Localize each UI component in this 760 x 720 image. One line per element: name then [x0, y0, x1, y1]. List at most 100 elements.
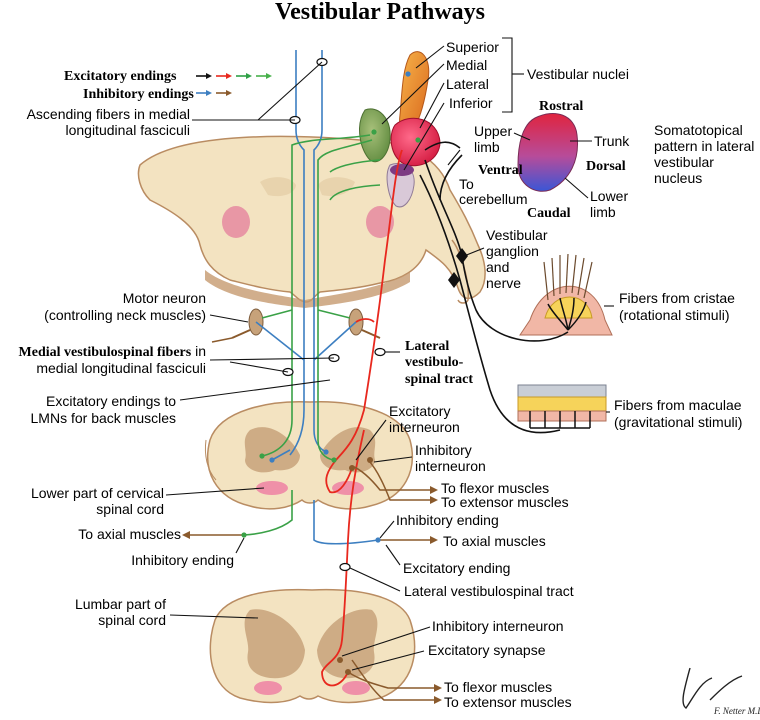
label-to-extensor: To extensor muscles: [441, 494, 569, 510]
label-inh-inter-1: Inhibitory: [415, 442, 472, 458]
label-inh-ending-right: Inhibitory ending: [396, 512, 499, 528]
cervical-tract-right: [332, 481, 364, 495]
medulla-tract-left: [260, 177, 296, 197]
supporting-layer: [517, 410, 607, 422]
legend-inhibitory-label: Inhibitory endings: [83, 87, 194, 102]
label-exc-synapse: Excitatory synapse: [428, 642, 546, 658]
label-cristae-1: Fibers from cristae: [619, 290, 735, 306]
page-title: Vestibular Pathways: [275, 0, 485, 25]
label-somato-4: nucleus: [654, 170, 702, 186]
olive-right: [366, 206, 394, 238]
label-maculae-2: (gravitational stimuli): [614, 414, 742, 430]
crista-nerve-fibers: [547, 297, 587, 331]
lumbar-tract-right: [342, 681, 370, 695]
label-somato-1: Somatotopical: [654, 122, 743, 138]
brown-outputs: [188, 337, 436, 701]
label-inferior: Inferior: [449, 95, 493, 111]
ganglion-cell-2: [448, 272, 460, 288]
label-trunk: Trunk: [594, 133, 630, 149]
label-lvst-3: spinal tract: [405, 372, 473, 387]
label-exc-back-2: LMNs for back muscles: [31, 410, 176, 426]
label-to-flexor-2: To flexor muscles: [444, 679, 552, 695]
somatotopic-shape: [517, 113, 579, 192]
label-ganglion-3: and: [486, 259, 509, 275]
label-upper-limb-1: Upper: [474, 123, 512, 139]
label-to-axial-left: To axial muscles: [78, 526, 181, 542]
lumbar-cord-outline: [209, 588, 416, 704]
label-lower-limb-2: limb: [590, 204, 616, 220]
label-mvst-1: Medial vestibulospinal fibers in: [19, 343, 206, 360]
label-ganglion-1: Vestibular: [486, 227, 548, 243]
green-excitatory-fibers: [243, 134, 381, 536]
somatotopic-nucleus: [517, 113, 579, 192]
macula-nerve-fibers: [529, 411, 591, 429]
medulla-cut-edge: [205, 270, 410, 308]
label-somato-3: vestibular: [654, 154, 714, 170]
label-cervical-2: spinal cord: [96, 501, 164, 517]
label-to-cerebellum-2: cerebellum: [459, 191, 527, 207]
cervical-cord: [204, 401, 414, 510]
label-lumbar-2: spinal cord: [98, 612, 166, 628]
label-lvst-1: Lateral: [405, 339, 449, 354]
label-motor-2: (controlling neck muscles): [44, 307, 206, 323]
label-to-flexor: To flexor muscles: [441, 480, 549, 496]
labels: Superior Medial Lateral Inferior Vestibu…: [19, 39, 755, 710]
hair-cell-layer: [517, 396, 607, 412]
label-rostral: Rostral: [539, 99, 583, 114]
crista-ampullaris: [544, 296, 593, 319]
label-cervical-1: Lower part of cervical: [31, 485, 164, 501]
label-caudal: Caudal: [527, 206, 571, 221]
label-lower-limb-1: Lower: [590, 188, 628, 204]
label-to-axial-right: To axial muscles: [443, 533, 546, 549]
label-inh-ending-left: Inhibitory ending: [131, 552, 234, 568]
label-lvst-2: vestibulo-: [405, 355, 464, 370]
label-lvst-tract: Lateral vestibulospinal tract: [404, 583, 574, 599]
label-superior: Superior: [446, 39, 499, 55]
olive-left: [222, 206, 250, 238]
legend-inhibitory-arrows: [196, 90, 232, 96]
label-exc-back-1: Excitatory endings to: [46, 393, 176, 409]
label-ventral: Ventral: [478, 163, 523, 178]
label-ascending-2: longitudinal fasciculi: [65, 122, 190, 138]
label-dorsal: Dorsal: [586, 159, 626, 174]
medulla-outline: [137, 135, 486, 303]
lateral-nucleus: [390, 117, 441, 167]
crista-illustration: [519, 253, 613, 336]
signature-text: F. Netter M.D.: [713, 706, 760, 716]
cervical-edge: [204, 439, 217, 481]
label-lateral: Lateral: [446, 76, 489, 92]
label-inh-interneuron: Inhibitory interneuron: [432, 618, 564, 634]
label-ascending-1: Ascending fibers in medial: [27, 106, 190, 122]
netter-signature: F. Netter M.D.: [682, 667, 760, 716]
neck-motor-neurons: [231, 308, 381, 339]
label-exc-inter-1: Excitatory: [389, 403, 450, 419]
medulla-tract-right: [318, 177, 355, 197]
motor-axon-left: [231, 329, 251, 339]
label-ganglion-2: ganglion: [486, 243, 539, 259]
cervical-cord-outline: [206, 401, 414, 510]
label-ganglion-4: nerve: [486, 275, 521, 291]
medulla-section: [137, 135, 486, 308]
label-to-cerebellum-1: To: [459, 176, 474, 192]
crista-hair-cells: [543, 253, 593, 301]
lumbar-tract-left: [254, 681, 282, 695]
legend-excitatory-label: Excitatory endings: [64, 69, 177, 84]
output-arrowheads: [182, 486, 442, 704]
macula-illustration: [517, 384, 607, 429]
cervical-tract-left: [256, 481, 288, 495]
inferior-nucleus-cap: [390, 164, 414, 176]
otolithic-membrane: [517, 384, 607, 398]
label-vestibular-nuclei: Vestibular nuclei: [527, 66, 629, 82]
motor-axon-right: [361, 329, 381, 339]
label-medial: Medial: [446, 57, 487, 73]
label-somato-2: pattern in lateral: [654, 138, 754, 154]
label-exc-inter-2: interneuron: [389, 419, 460, 435]
label-to-extensor-2: To extensor muscles: [444, 694, 572, 710]
label-inh-inter-2: interneuron: [415, 458, 486, 474]
red-lateral-vestibulospinal-tract: [321, 149, 403, 687]
legend: Excitatory endings Inhibitory endings: [64, 69, 272, 102]
synaptic-endings: [241, 71, 421, 675]
legend-excitatory-arrows: [196, 73, 272, 79]
